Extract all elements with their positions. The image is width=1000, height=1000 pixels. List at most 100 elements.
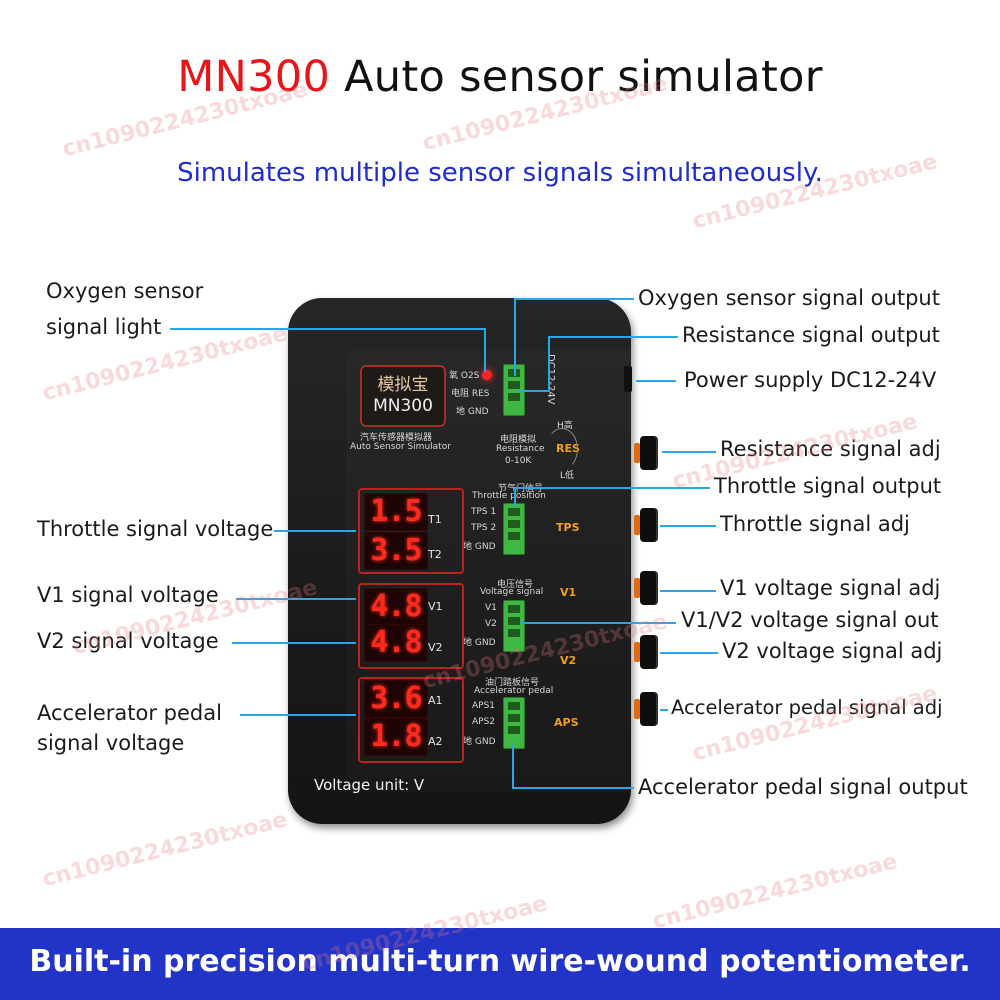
v1-tag: V1 [560,586,577,599]
callout-v2-voltage [232,642,356,644]
bottom-banner-text: Built-in precision multi-turn wire-wound… [29,944,971,979]
voltage-display-panel [358,583,464,669]
throttle-en: Throttle position [472,491,546,501]
v1-adj-knob[interactable] [640,571,658,605]
callout-v2-adj [660,652,718,654]
callout-throttle-output-h [514,487,710,489]
device-logo [360,365,446,427]
callout-o2-output-h [514,298,634,300]
throttle-knob-ring [634,515,640,535]
power-port[interactable] [624,366,632,392]
callout-res-output-v [548,336,550,392]
callout-accel-output-h [512,787,634,789]
resistance-knob-ring [634,443,640,463]
label-v2-voltage: V2 signal voltage [37,629,219,653]
v1-knob-ring [634,578,640,598]
device-body [288,298,631,824]
callout-v1-adj [660,590,716,592]
callout-accel-adj [660,709,668,711]
label-v1-voltage: V1 signal voltage [37,583,219,607]
callout-throttle-voltage [274,530,356,532]
device-name-cn: 汽车传感器模拟器 [360,433,433,443]
label-v1-adj: V1 voltage signal adj [720,576,941,600]
label-o2-output: Oxygen sensor signal output [638,286,940,310]
device-logo-cn: 模拟宝 [377,375,429,395]
v1-pin-label: V1 [485,603,497,613]
voltage-unit-note: Voltage unit: V [314,776,425,794]
display-v1-tag: V1 [428,600,443,613]
o2-signal-led [482,370,492,380]
watermark: cn1090224230txoae [40,807,290,893]
label-res-adj: Resistance signal adj [720,437,941,461]
label-accel-voltage-line2: signal voltage [37,731,185,755]
callout-throttle-output-v [514,487,516,507]
voltage-gnd-label: 地 GND [463,638,496,648]
accel-adj-knob[interactable] [640,692,658,726]
throttle-cn: 节气门信号 [498,484,544,494]
display-a2: 1.8 [364,718,428,756]
o2-pin-label: 氧 O2S [449,371,480,381]
display-t2: 3.5 [364,532,428,570]
accel-display-panel [358,677,464,763]
voltage-connector[interactable] [503,600,525,652]
accel-connector[interactable] [503,697,525,749]
resistance-adj-knob[interactable] [640,436,658,470]
page-title: MN300 Auto sensor simulator [0,52,1000,102]
res-high-label: H高 [557,421,573,431]
res-pin-label: 电阻 RES [451,389,490,399]
callout-o2-light-v [484,328,486,372]
v2-adj-knob[interactable] [640,635,658,669]
display-v2-tag: V2 [428,641,443,654]
throttle-connector[interactable] [503,503,525,555]
tps1-pin-label: TPS 1 [471,507,497,517]
bottom-banner [0,928,1000,1000]
label-accel-adj: Accelerator pedal signal adj [671,696,943,719]
callout-v1v2-out [520,622,676,624]
callout-accel-voltage [240,714,356,716]
v2-knob-ring [634,642,640,662]
res-sim-range: 0-10K [505,456,532,466]
title-model: MN300 [177,52,331,102]
aps1-pin-label: APS1 [472,701,496,711]
callout-o2-light-h [170,328,484,330]
label-v1v2-out: V1/V2 voltage signal out [681,608,939,632]
accel-cn: 油门踏板信号 [485,678,540,688]
label-o2-light-line1: Oxygen sensor [46,279,204,303]
label-throttle-adj: Throttle signal adj [720,512,910,536]
rotate-arrow-icon [546,428,578,470]
callout-res-adj [662,451,716,453]
power-label: DC12-24V [545,354,556,405]
throttle-display-panel [358,488,464,574]
label-v2-adj: V2 voltage signal adj [722,639,943,663]
accel-en: Accelerator pedal [474,686,554,696]
label-accel-voltage-line1: Accelerator pedal [37,701,222,725]
aps-tag: APS [554,716,579,729]
label-power: Power supply DC12-24V [684,368,937,392]
display-a1: 3.6 [364,680,428,718]
display-v1: 4.8 [364,588,428,626]
callout-v1-voltage [236,598,356,600]
label-throttle-voltage: Throttle signal voltage [37,517,274,541]
voltage-en: Voltage signal [480,587,544,597]
v2-tag: V2 [560,654,577,667]
aps2-pin-label: APS2 [472,717,496,727]
callout-o2-output-v [514,298,516,376]
label-res-output: Resistance signal output [682,323,940,347]
throttle-adj-knob[interactable] [640,508,658,542]
res-sim-cn: 电阻模拟 [500,435,537,445]
callout-res-output-h [548,336,678,338]
watermark: cn1090224230txoae [650,849,900,935]
title-rest: Auto sensor simulator [330,52,823,102]
device-logo-model: MN300 [373,396,433,416]
tps2-pin-label: TPS 2 [471,523,497,533]
res-low-label: L低 [560,471,575,481]
accel-gnd-label: 地 GND [463,737,496,747]
display-a1-tag: A1 [428,694,443,707]
display-t2-tag: T2 [428,548,442,561]
res-sim-en: Resistance [496,444,545,454]
tps-tag: TPS [556,521,580,534]
label-o2-light-line2: signal light [46,315,162,339]
label-throttle-output: Throttle signal output [714,474,942,498]
display-t1: 1.5 [364,493,428,531]
throttle-gnd-label: 地 GND [463,542,496,552]
